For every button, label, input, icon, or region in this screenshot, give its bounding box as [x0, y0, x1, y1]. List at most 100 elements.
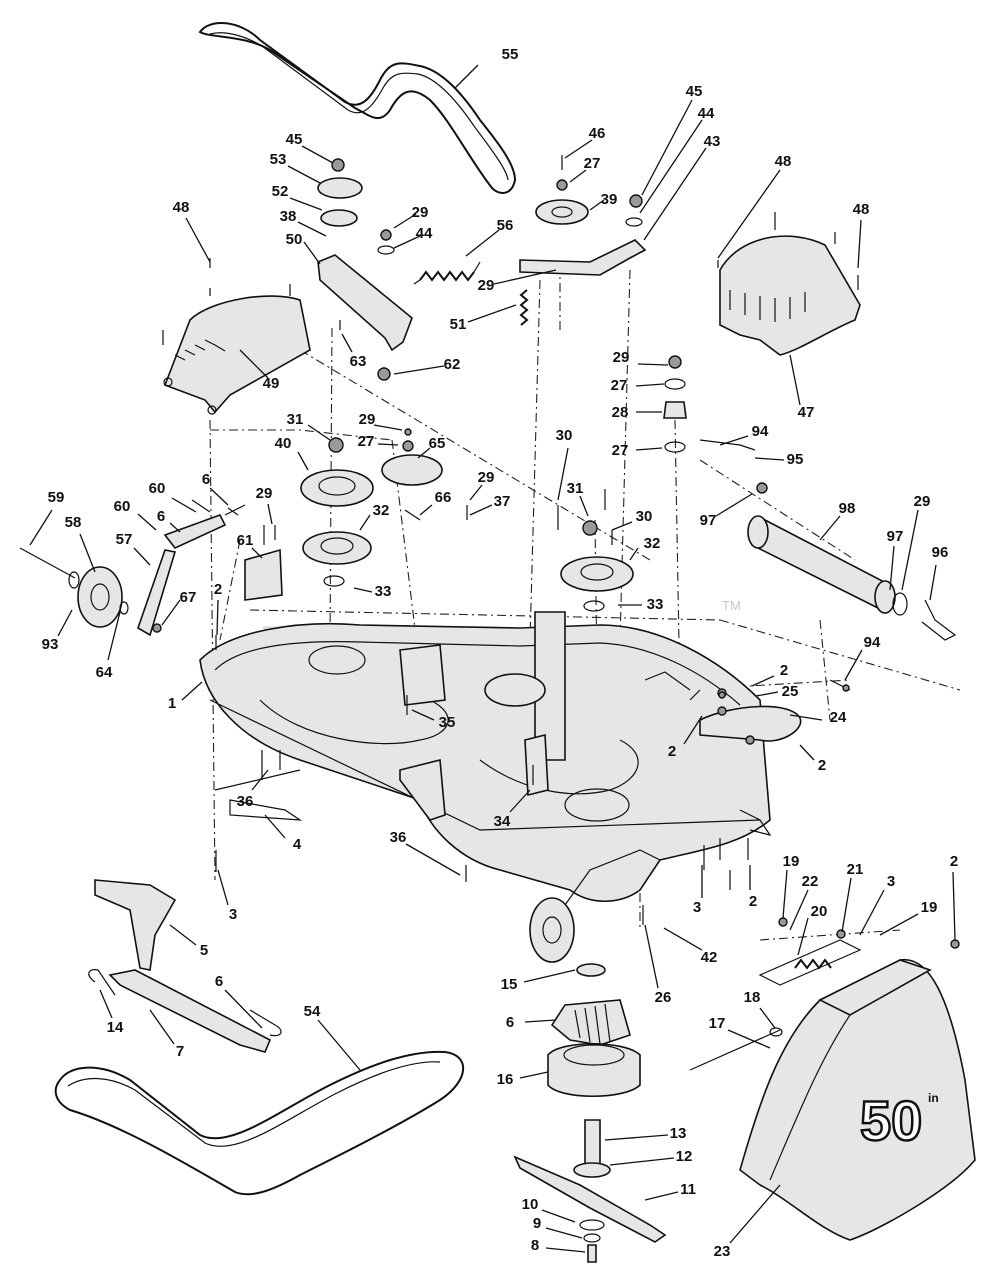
callout-leader [639, 119, 703, 214]
callout-leader [317, 1019, 361, 1071]
part-callout-2: 2 [780, 662, 788, 679]
left-belt-shield [163, 295, 311, 415]
part-callout-40: 40 [275, 435, 292, 452]
part-callout-6: 6 [202, 471, 210, 488]
deck-wheel [529, 849, 661, 963]
callout-leader [185, 217, 211, 263]
callout-leader [637, 363, 669, 366]
callout-leader [604, 1134, 669, 1141]
callout-leader [411, 709, 435, 721]
callout-leader [643, 147, 707, 241]
callout-leader [564, 139, 593, 159]
part-callout-55: 55 [502, 46, 519, 63]
part-callout-2: 2 [818, 757, 826, 774]
part-callout-53: 53 [270, 151, 287, 168]
part-callout-98: 98 [839, 500, 856, 517]
callout-leader [137, 513, 157, 531]
part-callout-67: 67 [180, 589, 197, 606]
part-callout-43: 43 [704, 133, 721, 150]
callout-leader [419, 504, 433, 516]
callout-leader [579, 495, 589, 517]
callout-leader [267, 503, 273, 525]
part-callout-54: 54 [304, 1003, 321, 1020]
part-callout-35: 35 [439, 714, 456, 731]
callout-leader [181, 681, 203, 701]
callout-leader [889, 545, 895, 591]
part-callout-27: 27 [358, 433, 375, 450]
callout-leader [79, 533, 96, 573]
part-callout-29: 29 [478, 469, 495, 486]
part-callout-39: 39 [601, 191, 618, 208]
part-callout-31: 31 [287, 411, 304, 428]
callout-leader [107, 611, 121, 661]
callout-leader [782, 869, 788, 919]
part-callout-47: 47 [798, 404, 815, 421]
part-callout-48: 48 [775, 153, 792, 170]
part-callout-58: 58 [65, 514, 82, 531]
callout-leader [289, 197, 323, 211]
callout-leader [523, 969, 576, 983]
callout-leader [729, 1184, 781, 1244]
part-callout-97: 97 [887, 528, 904, 545]
part-callout-13: 13 [670, 1125, 687, 1142]
part-callout-17: 17 [709, 1015, 726, 1032]
callout-leader [799, 744, 815, 761]
blade-spindle-assembly [513, 963, 667, 1263]
callout-leader [341, 333, 353, 353]
idler-springs [413, 261, 529, 326]
callout-leader [171, 497, 197, 513]
part-callout-45: 45 [286, 131, 303, 148]
part-callout-22: 22 [802, 873, 819, 890]
part-callout-44: 44 [416, 225, 433, 242]
callout-leader [857, 219, 862, 269]
part-callout-21: 21 [847, 861, 864, 878]
callout-leader [751, 675, 775, 687]
part-callout-7: 7 [176, 1043, 184, 1060]
idler-arms [317, 239, 647, 352]
callout-leader [524, 1019, 557, 1023]
part-callout-62: 62 [444, 356, 461, 373]
part-callout-20: 20 [811, 903, 828, 920]
discharge-chute: 50 in [689, 958, 976, 1241]
callout-leader [469, 484, 483, 501]
part-callout-2: 2 [214, 581, 222, 598]
part-callout-29: 29 [256, 485, 273, 502]
part-callout-25: 25 [782, 683, 799, 700]
lower-deck-belt [54, 1050, 465, 1196]
callout-leader [635, 447, 663, 451]
part-callout-56: 56 [497, 217, 514, 234]
part-callout-16: 16 [497, 1071, 514, 1088]
callout-leader [301, 145, 334, 164]
callout-leader [57, 609, 73, 637]
callout-leader [217, 869, 229, 906]
callout-leader [405, 843, 461, 876]
callout-leader [99, 989, 113, 1019]
part-callout-49: 49 [263, 375, 280, 392]
callout-leader [216, 599, 219, 636]
right-belt-shield [719, 235, 861, 356]
part-callout-1: 1 [168, 695, 176, 712]
part-callout-51: 51 [450, 316, 467, 333]
part-callout-38: 38 [280, 208, 297, 225]
part-callout-10: 10 [522, 1196, 539, 1213]
part-callout-61: 61 [237, 532, 254, 549]
part-callout-3: 3 [887, 873, 895, 890]
part-callout-30: 30 [556, 427, 573, 444]
upper-pulleys [317, 158, 643, 255]
callout-leader [663, 927, 703, 951]
part-callout-96: 96 [932, 544, 949, 561]
part-callout-19: 19 [921, 899, 938, 916]
deck-size-badge: 50 [860, 1089, 922, 1152]
callout-leader [844, 649, 863, 681]
part-callout-2: 2 [749, 893, 757, 910]
callout-leader [859, 889, 885, 936]
part-callout-94: 94 [864, 634, 881, 651]
callout-leader [797, 917, 809, 956]
callout-leader [239, 349, 269, 379]
callout-leader [789, 714, 823, 721]
hardware-bolts [162, 155, 859, 925]
part-callout-12: 12 [676, 1148, 693, 1165]
part-callout-2: 2 [950, 853, 958, 870]
callout-leader [545, 1247, 586, 1253]
callout-leader [635, 383, 665, 387]
